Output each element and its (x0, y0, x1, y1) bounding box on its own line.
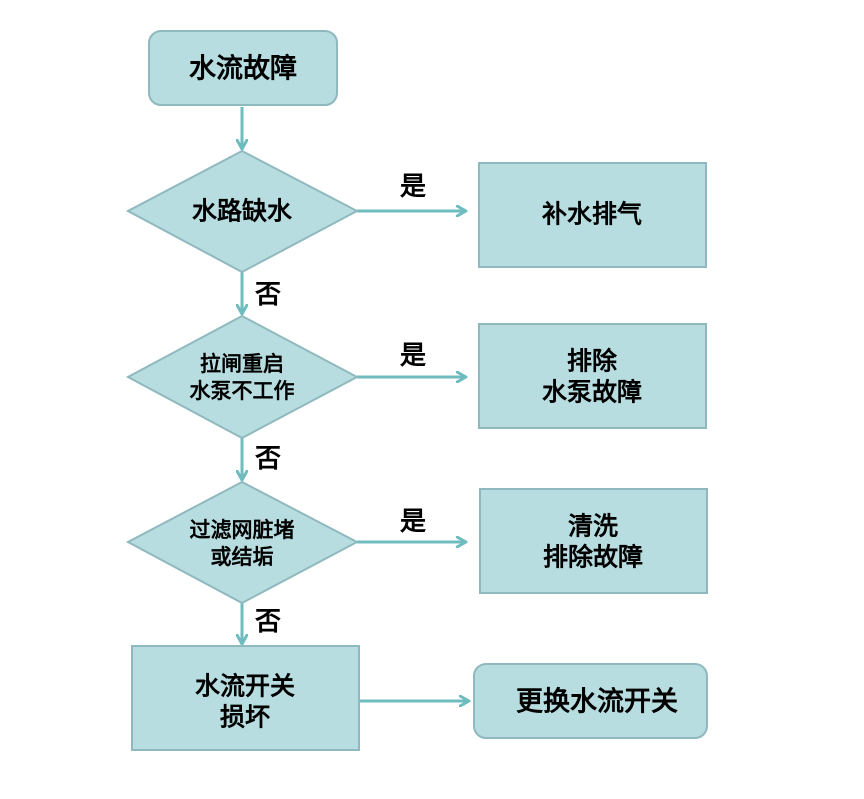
result-1-text: 补水排气 (542, 200, 642, 229)
result-4: 更换水流开关 (473, 663, 708, 739)
decision-2-diamond (125, 314, 360, 440)
no-label-3: 否 (255, 607, 281, 637)
decision-1-diamond (125, 149, 360, 274)
result-2-line2: 水泵故障 (542, 378, 642, 407)
result-2-box (478, 323, 707, 429)
decision-3: 过滤网脏堵 或结垢 (125, 480, 360, 605)
result-4-text: 更换水流开关 (516, 687, 678, 718)
edges (242, 107, 468, 701)
result-2-line1: 排除 (567, 347, 618, 376)
result-3-line1: 清洗 (568, 512, 618, 541)
decision-1: 水路缺水 (125, 149, 360, 274)
no-label-2: 否 (255, 444, 281, 474)
result-3-line2: 排除故障 (543, 543, 643, 572)
decision-2-line2: 水泵不工作 (190, 379, 295, 403)
decision-2-line1: 拉闸重启 (200, 352, 284, 376)
decision-3-line1: 过滤网脏堵 (190, 518, 295, 542)
decision-1-text: 水路缺水 (192, 197, 293, 226)
start-box (148, 30, 338, 106)
node-water-switch: 水流开关 损坏 (131, 645, 360, 751)
start-text: 水流故障 (189, 53, 297, 85)
yes-label-3: 是 (400, 507, 426, 537)
result-1: 补水排气 (478, 162, 707, 268)
result-2: 排除 水泵故障 (478, 323, 707, 429)
result-4-box (473, 663, 708, 739)
result-3-box (479, 488, 708, 594)
water-switch-line2: 损坏 (220, 703, 270, 732)
decision-2: 拉闸重启 水泵不工作 (125, 314, 360, 440)
no-label-1: 否 (255, 280, 281, 310)
yes-label-1: 是 (400, 172, 426, 202)
water-switch-box (131, 645, 360, 751)
result-1-box (478, 162, 707, 268)
decision-3-diamond (125, 480, 360, 605)
decision-3-line2: 或结垢 (211, 545, 274, 569)
water-switch-line1: 水流开关 (195, 672, 295, 701)
node-start: 水流故障 (148, 30, 338, 106)
yes-label-2: 是 (400, 341, 426, 371)
result-3: 清洗 排除故障 (479, 488, 708, 594)
